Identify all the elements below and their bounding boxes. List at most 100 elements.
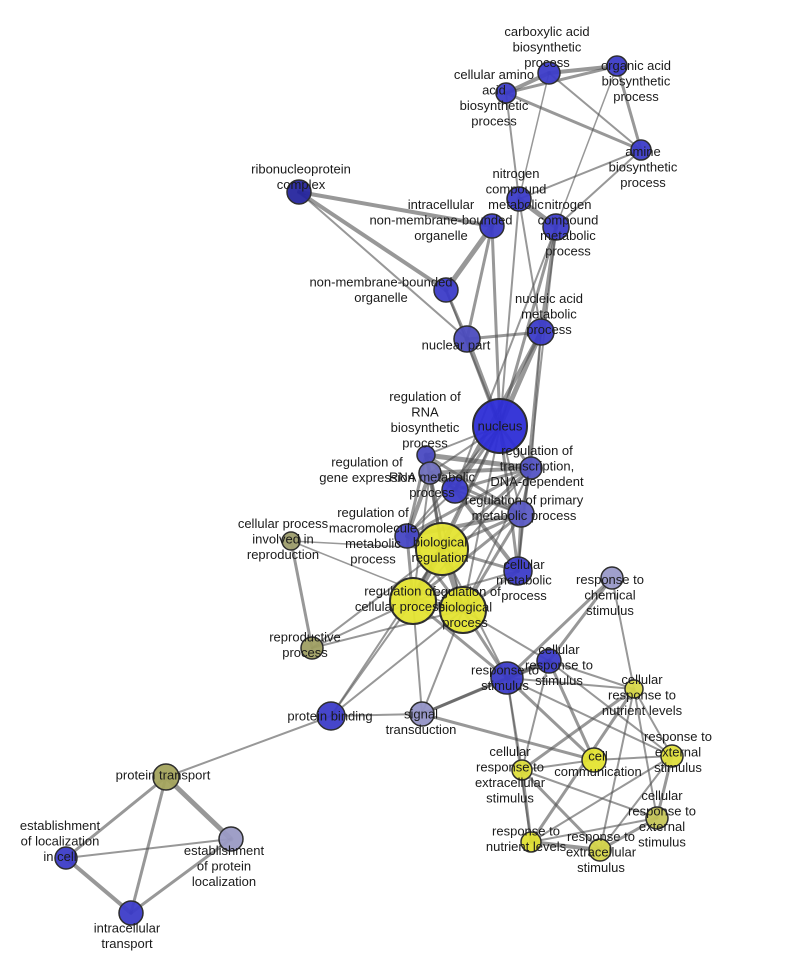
node-response-to-chemical-stimulus[interactable] xyxy=(600,566,624,590)
node-regulation-of-primary-metabolic-process[interactable] xyxy=(507,500,535,528)
edge-cellular-amino-acid-biosynthetic-process--nitrogen-compound-metabolic-process xyxy=(505,92,520,200)
edge-amine-biosynthetic-process--cellular-nitrogen-compound-metabolic-process xyxy=(555,149,642,228)
node-regulation-of-biological-process[interactable] xyxy=(439,586,487,634)
edge-cellular-response-to-stimulus--response-to-chemical-stimulus xyxy=(547,576,614,663)
node-organic-acid-biosynthetic-process[interactable] xyxy=(606,55,628,77)
edge-nucleic-acid-metabolic-process--cellular-metabolic-process xyxy=(517,331,542,572)
node-regulation-of-cellular-process[interactable] xyxy=(389,577,437,625)
edge-response-to-chemical-stimulus--cellular-response-to-nutrient-levels xyxy=(611,577,635,690)
node-response-to-extracellular-stimulus[interactable] xyxy=(588,838,612,862)
edge-cellular-response-to-stimulus--cell-communication xyxy=(547,659,596,762)
edge-organic-acid-biosynthetic-process--amine-biosynthetic-process xyxy=(615,64,643,152)
node-regulation-of-transcription-dna-dependent[interactable] xyxy=(519,456,543,480)
edge-cellular-response-to-extracellular-stimulus--cellular-response-to-external-stimulus xyxy=(521,769,658,819)
edge-cellular-response-to-nutrient-levels--response-to-external-stimulus xyxy=(633,688,673,757)
node-protein-transport[interactable] xyxy=(152,763,180,791)
node-rna-metabolic-process[interactable] xyxy=(441,476,469,504)
node-nucleus[interactable] xyxy=(472,398,528,454)
node-amine-biosynthetic-process[interactable] xyxy=(630,139,652,161)
edge-protein-binding--signal-transduction xyxy=(330,713,423,717)
node-establishment-of-localization-in-cell[interactable] xyxy=(54,846,78,870)
edge-intracellular-non-membrane-bounded-organelle--nucleus xyxy=(490,224,502,428)
node-establishment-of-protein-localization[interactable] xyxy=(218,826,244,852)
node-protein-binding[interactable] xyxy=(316,701,346,731)
node-cell-communication[interactable] xyxy=(581,747,607,773)
node-cellular-nitrogen-compound-metabolic-process[interactable] xyxy=(542,213,570,241)
node-response-to-stimulus[interactable] xyxy=(490,661,524,695)
node-carboxylic-acid-biosynthetic-process[interactable] xyxy=(537,61,561,85)
node-cellular-response-to-extracellular-stimulus[interactable] xyxy=(511,759,533,781)
node-response-to-external-stimulus[interactable] xyxy=(660,744,684,768)
edge-response-to-external-stimulus--response-to-extracellular-stimulus xyxy=(599,755,673,851)
node-ribonucleoprotein-complex[interactable] xyxy=(286,179,312,205)
node-nitrogen-compound-metabolic-process[interactable] xyxy=(506,186,532,212)
node-signal-transduction[interactable] xyxy=(409,701,435,727)
edge-carboxylic-acid-biosynthetic-process--nitrogen-compound-metabolic-process xyxy=(518,72,550,200)
node-cellular-response-to-external-stimulus[interactable] xyxy=(645,806,669,830)
node-reproductive-process[interactable] xyxy=(300,636,324,660)
edge-cellular-response-to-nutrient-levels--cellular-response-to-extracellular-stimulus xyxy=(520,687,636,772)
node-response-to-nutrient-levels[interactable] xyxy=(520,831,542,853)
node-cellular-process-involved-in-reproduction[interactable] xyxy=(281,531,301,551)
node-nuclear-part[interactable] xyxy=(453,325,481,353)
edge-intracellular-non-membrane-bounded-organelle--non-membrane-bounded-organelle xyxy=(443,223,495,293)
node-cellular-response-to-stimulus[interactable] xyxy=(536,648,562,674)
edge-cellular-response-to-stimulus--cellular-response-to-extracellular-stimulus xyxy=(521,660,550,771)
edge-ribonucleoprotein-complex--intracellular-non-membrane-bounded-organelle xyxy=(297,190,494,228)
edge-protein-transport--intracellular-transport xyxy=(129,775,168,915)
node-biological-regulation[interactable] xyxy=(415,522,469,576)
edge-response-to-stimulus--cell-communication xyxy=(505,676,596,762)
edge-nitrogen-compound-metabolic-process--nucleus xyxy=(499,198,520,427)
node-cellular-response-to-nutrient-levels[interactable] xyxy=(624,679,644,699)
edge-response-to-external-stimulus--cell-communication xyxy=(593,755,673,761)
edge-intracellular-non-membrane-bounded-organelle--nuclear-part xyxy=(465,224,494,341)
node-cellular-metabolic-process[interactable] xyxy=(503,556,533,586)
edge-establishment-of-localization-in-cell--intracellular-transport xyxy=(64,856,133,915)
edge-ribonucleoprotein-complex--nuclear-part xyxy=(298,191,468,340)
edge-signal-transduction--cellular-response-to-stimulus xyxy=(420,659,551,716)
node-regulation-of-gene-expression[interactable] xyxy=(418,461,442,485)
edge-cellular-response-to-extracellular-stimulus--response-to-extracellular-stimulus xyxy=(520,768,602,852)
edge-nitrogen-compound-metabolic-process--nucleic-acid-metabolic-process xyxy=(518,198,542,333)
edge-protein-binding--biological-regulation xyxy=(330,548,443,717)
edge-signal-transduction--cell-communication xyxy=(420,712,596,762)
edge-carboxylic-acid-biosynthetic-process--amine-biosynthetic-process xyxy=(548,72,642,151)
edge-establishment-of-protein-localization--establishment-of-localization-in-cell xyxy=(65,838,232,859)
edge-cellular-response-to-nutrient-levels--response-to-extracellular-stimulus xyxy=(599,688,635,851)
node-non-membrane-bounded-organelle[interactable] xyxy=(433,277,459,303)
node-cellular-amino-acid-biosynthetic-process[interactable] xyxy=(495,82,517,104)
edge-reproductive-process--regulation-of-biological-process xyxy=(311,609,464,649)
edge-cellular-response-to-stimulus--cellular-response-to-nutrient-levels xyxy=(548,660,635,690)
edge-protein-binding--regulation-of-biological-process xyxy=(330,609,464,717)
node-intracellular-non-membrane-bounded-organelle[interactable] xyxy=(479,213,505,239)
edge-regulation-of-transcription-dna-dependent--regulation-of-gene-expression xyxy=(428,466,533,475)
node-intracellular-transport[interactable] xyxy=(118,900,144,926)
node-nucleic-acid-metabolic-process[interactable] xyxy=(527,318,555,346)
